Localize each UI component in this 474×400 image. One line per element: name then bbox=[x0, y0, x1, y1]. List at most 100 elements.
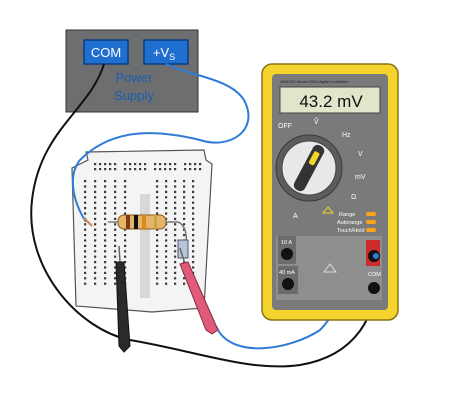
breadboard-hole bbox=[183, 234, 186, 237]
breadboard-hole bbox=[156, 266, 159, 269]
breadboard-hole bbox=[94, 239, 97, 242]
breadboard-hole bbox=[183, 201, 186, 204]
breadboard-hole bbox=[84, 228, 87, 231]
breadboard-hole bbox=[94, 196, 97, 199]
breadboard-hole bbox=[104, 180, 107, 183]
breadboard-hole bbox=[104, 277, 107, 280]
breadboard-hole bbox=[104, 168, 107, 171]
power-supply: COM +VS Power Supply bbox=[65, 29, 199, 113]
dial-label-ohm: Ω bbox=[351, 194, 356, 201]
breadboard-hole bbox=[156, 239, 159, 242]
breadboard-hole bbox=[114, 255, 117, 258]
breadboard-hole bbox=[94, 185, 97, 188]
breadboard-hole bbox=[124, 180, 127, 183]
breadboard-hole bbox=[84, 261, 87, 264]
breadboard-hole bbox=[183, 282, 186, 285]
breadboard-hole bbox=[189, 163, 192, 166]
breadboard-hole bbox=[94, 207, 97, 210]
breadboard-hole bbox=[104, 250, 107, 253]
breadboard-hole bbox=[192, 185, 195, 188]
breadboard-hole bbox=[104, 223, 107, 226]
breadboard-hole bbox=[174, 180, 177, 183]
breadboard-center-channel bbox=[140, 194, 150, 298]
breadboard-hole bbox=[104, 190, 107, 193]
breadboard-hole bbox=[84, 271, 87, 274]
breadboard-hole bbox=[165, 239, 168, 242]
breadboard-hole bbox=[165, 207, 168, 210]
jack-10a[interactable] bbox=[281, 248, 293, 260]
breadboard-hole bbox=[124, 239, 127, 242]
breadboard-hole bbox=[165, 255, 168, 258]
black-probe-tip bbox=[118, 245, 121, 263]
breadboard-hole bbox=[165, 180, 168, 183]
breadboard-hole bbox=[104, 282, 107, 285]
warning-triangle-icon bbox=[321, 206, 335, 214]
feature-button-autorange[interactable] bbox=[366, 220, 376, 224]
breadboard-hole bbox=[104, 234, 107, 237]
breadboard-hole bbox=[124, 196, 127, 199]
breadboard-hole bbox=[104, 228, 107, 231]
red-probe bbox=[179, 247, 219, 335]
breadboard-hole bbox=[174, 168, 177, 171]
breadboard-hole bbox=[184, 168, 187, 171]
blue-wire-supply bbox=[71, 63, 250, 223]
com-terminal[interactable] bbox=[83, 39, 129, 65]
resistor-band-2 bbox=[134, 215, 138, 229]
breadboard-hole bbox=[94, 163, 97, 166]
breadboard-hole bbox=[84, 277, 87, 280]
breadboard-hole bbox=[174, 239, 177, 242]
breadboard-hole bbox=[192, 207, 195, 210]
breadboard-hole bbox=[156, 250, 159, 253]
breadboard-hole bbox=[114, 244, 117, 247]
feature-button-range[interactable] bbox=[366, 212, 376, 216]
breadboard-hole bbox=[192, 266, 195, 269]
breadboard-hole bbox=[129, 163, 132, 166]
breadboard-hole bbox=[156, 180, 159, 183]
breadboard-hole bbox=[124, 185, 127, 188]
feature-label-autorange: Autorange bbox=[337, 220, 362, 226]
breadboard-hole bbox=[174, 228, 177, 231]
jack-40ma[interactable] bbox=[282, 278, 294, 290]
breadboard-hole bbox=[144, 168, 147, 171]
breadboard-hole bbox=[124, 207, 127, 210]
breadboard-hole bbox=[192, 239, 195, 242]
multimeter: UNIOSU Model 2003 digital multimeter 43.… bbox=[261, 63, 399, 321]
resistor-band-4 bbox=[154, 215, 157, 229]
breadboard-hole bbox=[104, 196, 107, 199]
breadboard-hole bbox=[165, 250, 168, 253]
breadboard-hole bbox=[156, 228, 159, 231]
breadboard-hole bbox=[165, 277, 168, 280]
breadboard-hole bbox=[156, 190, 159, 193]
breadboard-hole bbox=[99, 163, 102, 166]
breadboard-hole bbox=[165, 228, 168, 231]
feature-label-range: Range bbox=[339, 212, 355, 218]
breadboard-hole bbox=[192, 255, 195, 258]
breadboard-hole bbox=[104, 266, 107, 269]
breadboard-hole bbox=[84, 255, 87, 258]
breadboard-hole bbox=[192, 190, 195, 193]
rotary-dial-pointer bbox=[308, 151, 320, 166]
breadboard-hole bbox=[156, 244, 159, 247]
breadboard-hole bbox=[165, 244, 168, 247]
feature-button-touchhold[interactable] bbox=[366, 228, 376, 232]
vs-label-main: +V bbox=[153, 45, 170, 60]
breadboard-hole bbox=[199, 168, 202, 171]
breadboard-hole bbox=[94, 255, 97, 258]
breadboard-hole bbox=[174, 244, 177, 247]
breadboard-hole bbox=[192, 244, 195, 247]
breadboard-hole bbox=[156, 255, 159, 258]
breadboard-hole bbox=[124, 255, 127, 258]
breadboard-hole bbox=[124, 261, 127, 264]
breadboard-hole bbox=[194, 163, 197, 166]
breadboard-hole bbox=[124, 228, 127, 231]
breadboard-hole bbox=[156, 196, 159, 199]
resistor bbox=[108, 214, 189, 259]
breadboard-hole bbox=[192, 250, 195, 253]
breadboard-hole bbox=[124, 234, 127, 237]
breadboard-hole bbox=[124, 201, 127, 204]
breadboard-hole bbox=[104, 255, 107, 258]
breadboard-hole bbox=[156, 207, 159, 210]
breadboard-hole bbox=[183, 223, 186, 226]
breadboard-hole bbox=[134, 168, 137, 171]
